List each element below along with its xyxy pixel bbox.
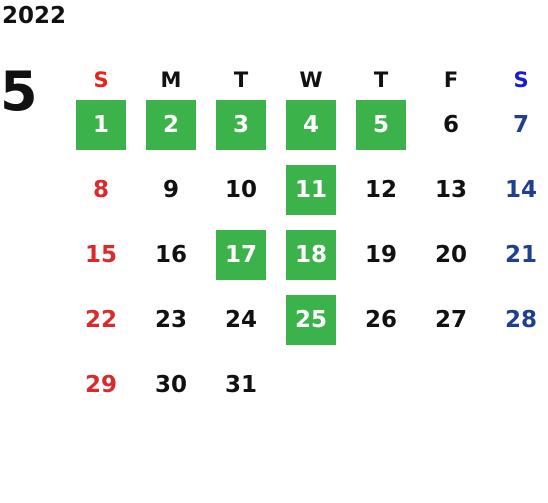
day-cell-highlighted[interactable]: 11: [286, 165, 336, 215]
day-cell[interactable]: 8: [92, 177, 109, 203]
day-cell: [356, 360, 406, 410]
day-cell[interactable]: 24: [224, 307, 257, 333]
day-cell[interactable]: 30: [154, 372, 187, 398]
day-cell-highlighted[interactable]: 5: [356, 100, 406, 150]
day-cell[interactable]: 23: [154, 307, 187, 333]
week-row: 15 16 17 18 19 20 21: [68, 230, 548, 295]
day-cell[interactable]: 10: [224, 177, 257, 203]
day-cell[interactable]: 15: [84, 242, 117, 268]
day-cell[interactable]: 19: [364, 242, 397, 268]
weekday-header-row: S M T W T F S: [68, 60, 548, 100]
day-cell: [426, 360, 476, 410]
weekday-header-saturday: S: [513, 68, 529, 92]
day-cell[interactable]: 21: [504, 242, 537, 268]
day-cell-highlighted[interactable]: 1: [76, 100, 126, 150]
month-label: 5: [0, 60, 38, 123]
day-cell[interactable]: 28: [504, 307, 537, 333]
weekday-header-sunday: S: [93, 68, 109, 92]
day-cell: [496, 360, 546, 410]
year-label: 2022: [2, 3, 67, 29]
weekday-header-wednesday: W: [299, 68, 323, 92]
day-cell-highlighted[interactable]: 3: [216, 100, 266, 150]
day-cell[interactable]: 6: [442, 112, 459, 138]
calendar-grid: S M T W T F S 1 2 3 4 5 6 7 8 9 10 11 12…: [68, 60, 548, 425]
week-row: 1 2 3 4 5 6 7: [68, 100, 548, 165]
week-row: 22 23 24 25 26 27 28: [68, 295, 548, 360]
day-cell[interactable]: 26: [364, 307, 397, 333]
day-cell[interactable]: 22: [84, 307, 117, 333]
day-cell-highlighted[interactable]: 17: [216, 230, 266, 280]
weekday-header-monday: M: [160, 68, 182, 92]
day-cell-highlighted[interactable]: 18: [286, 230, 336, 280]
day-cell[interactable]: 27: [434, 307, 467, 333]
day-cell[interactable]: 13: [434, 177, 467, 203]
day-cell[interactable]: 14: [504, 177, 537, 203]
weekday-header-friday: F: [443, 68, 459, 92]
week-row: 8 9 10 11 12 13 14: [68, 165, 548, 230]
day-cell[interactable]: 31: [224, 372, 257, 398]
day-cell[interactable]: 12: [364, 177, 397, 203]
day-cell[interactable]: 29: [84, 372, 117, 398]
day-cell-highlighted[interactable]: 25: [286, 295, 336, 345]
day-cell[interactable]: 16: [154, 242, 187, 268]
day-cell[interactable]: 7: [512, 112, 529, 138]
day-cell[interactable]: 20: [434, 242, 467, 268]
weekday-header-thursday: T: [373, 68, 389, 92]
day-cell-highlighted[interactable]: 2: [146, 100, 196, 150]
day-cell: [286, 360, 336, 410]
day-cell[interactable]: 9: [162, 177, 179, 203]
day-cell-highlighted[interactable]: 4: [286, 100, 336, 150]
week-row: 29 30 31: [68, 360, 548, 425]
weekday-header-tuesday: T: [233, 68, 249, 92]
